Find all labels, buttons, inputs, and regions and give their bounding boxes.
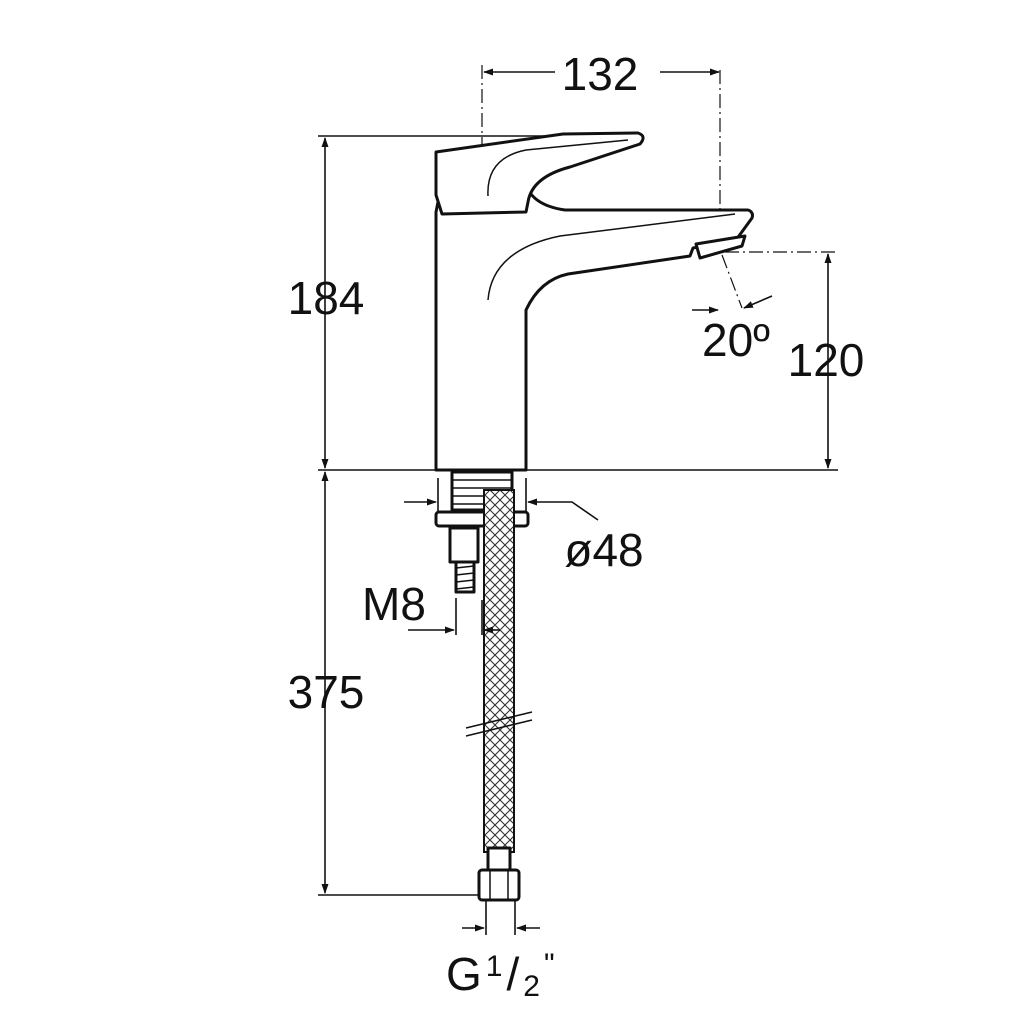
label-diameter-48: ø48 [564, 524, 643, 576]
label-connector-numerator: 1 [486, 950, 503, 983]
faucet-aerator [694, 234, 747, 260]
spray-angle-line [721, 254, 743, 309]
hose-connector-nut [477, 868, 521, 902]
stud-hex [448, 526, 480, 564]
label-connector-g-half-inch: G 1 / 2 " [446, 948, 555, 1003]
label-thread-m8: M8 [362, 578, 426, 630]
label-width-132: 132 [562, 48, 639, 100]
label-connector-g: G [446, 948, 482, 1000]
dim-line-48-right [527, 498, 599, 521]
label-connector-denominator: 2 [523, 970, 540, 1003]
label-length-375: 375 [288, 666, 365, 718]
dim-line-20-right [743, 295, 773, 309]
label-height-184: 184 [288, 272, 365, 324]
hose-ferrule [486, 846, 512, 872]
hose-nut-facets [489, 870, 509, 900]
label-angle-20: 20º [702, 314, 770, 366]
faucet-body-highlight [487, 213, 736, 301]
stud-thread-lines [455, 565, 475, 590]
label-connector-slash: / [506, 948, 519, 1000]
hose-break-mark [465, 711, 533, 737]
faucet-lever-highlight [487, 139, 629, 197]
base-thread-lines [452, 479, 512, 505]
label-height-120: 120 [788, 334, 865, 386]
braided-hose [483, 489, 515, 853]
label-connector-inch-mark: " [544, 948, 555, 981]
